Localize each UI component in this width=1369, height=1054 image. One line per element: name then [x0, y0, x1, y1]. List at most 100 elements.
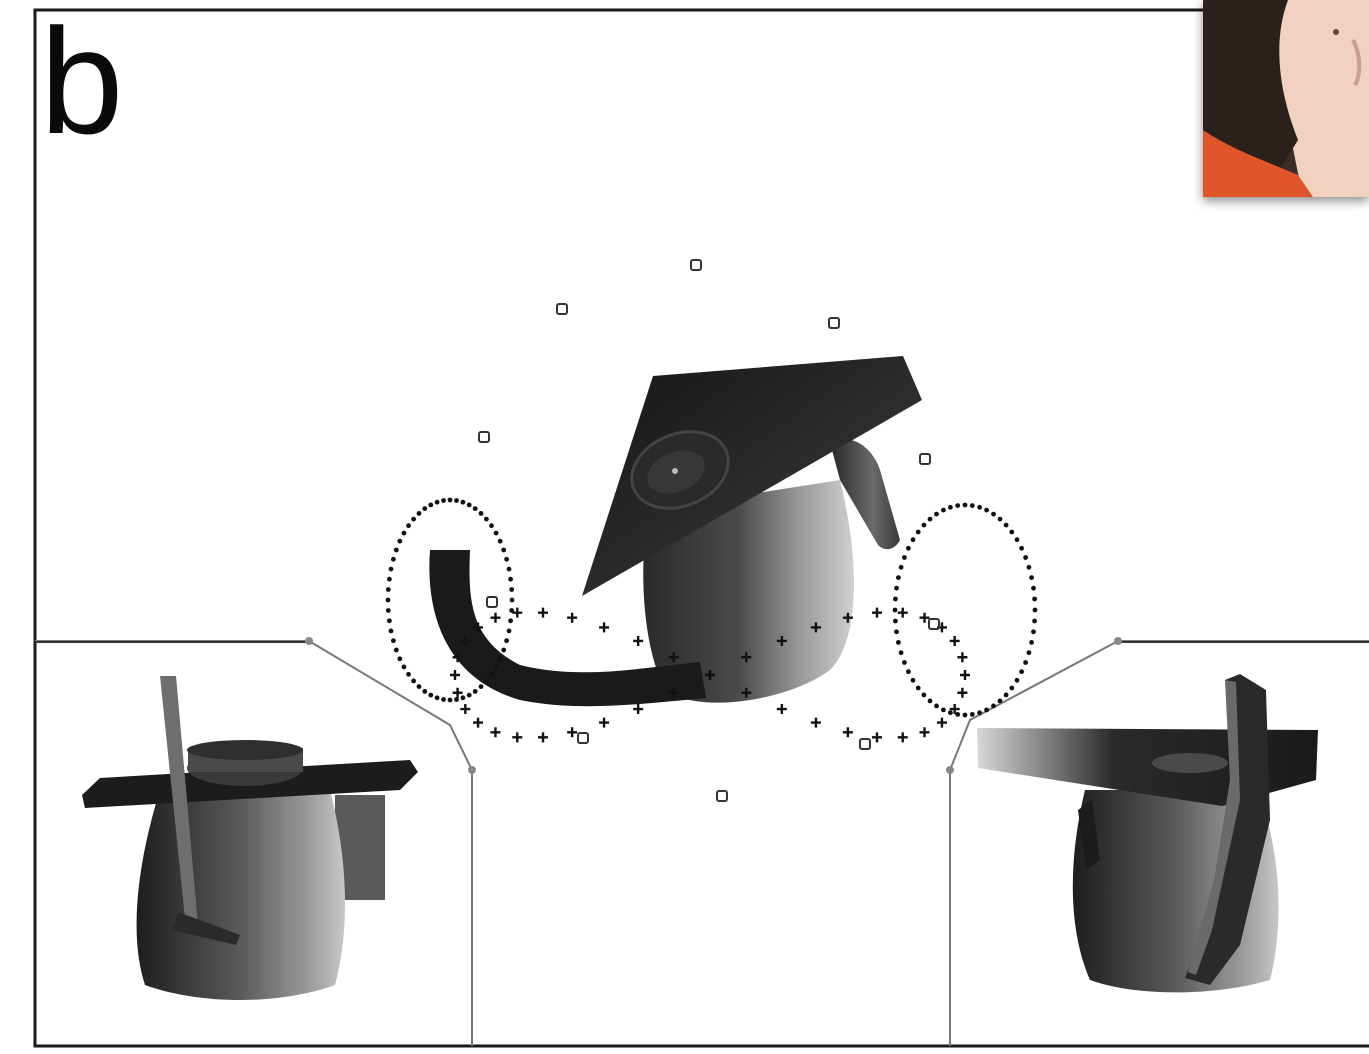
trajectory-dot: [998, 699, 1003, 704]
trajectory-dot: [441, 697, 446, 702]
trajectory-dot: [406, 523, 411, 528]
trajectory-dot: [411, 517, 416, 522]
plus-marker: [512, 732, 522, 742]
control-point-marker: [717, 791, 727, 801]
trajectory-dot: [955, 712, 960, 717]
control-point-marker: [487, 597, 497, 607]
trajectory-dot: [911, 537, 916, 542]
trajectory-dot: [484, 517, 489, 522]
trajectory-dot: [922, 693, 927, 698]
trajectory-dot: [991, 512, 996, 517]
trajectory-dot: [389, 629, 394, 634]
trajectory-dot: [906, 546, 911, 551]
trajectory-dot: [970, 503, 975, 508]
plus-marker: [872, 608, 882, 618]
trajectory-dot: [941, 708, 946, 713]
trajectory-dot: [501, 548, 506, 553]
trajectory-dot: [479, 684, 484, 689]
trajectory-dot: [1009, 530, 1014, 535]
trajectory-dot: [1009, 686, 1014, 691]
plus-marker: [490, 613, 500, 623]
trajectory-dot: [461, 695, 466, 700]
trajectory-dot: [1019, 669, 1024, 674]
plus-marker: [460, 704, 470, 714]
trajectory-dot: [948, 505, 953, 510]
trajectory-dot: [389, 567, 394, 572]
trajectory-dot: [916, 530, 921, 535]
trajectory-dot: [1023, 660, 1028, 665]
trajectory-dot: [504, 557, 509, 562]
trajectory-dot: [489, 672, 494, 677]
trajectory-dot: [391, 638, 396, 643]
trajectory-dot: [955, 503, 960, 508]
trajectory-dot: [928, 699, 933, 704]
trajectory-dot: [473, 506, 478, 511]
plus-marker: [957, 688, 967, 698]
trajectory-dot: [422, 506, 427, 511]
trajectory-dot: [899, 565, 904, 570]
trajectory-dot: [402, 531, 407, 536]
trajectory-dot: [461, 500, 466, 505]
trajectory-dot: [467, 693, 472, 698]
plus-marker: [599, 622, 609, 632]
trajectory-dot: [387, 577, 392, 582]
plus-marker: [898, 608, 908, 618]
trajectory-dot: [902, 555, 907, 560]
trajectory-dot: [509, 587, 514, 592]
left-pot-body: [137, 790, 345, 1000]
plus-marker: [960, 670, 970, 680]
trajectory-dot: [508, 577, 513, 582]
panel-label: b: [40, 6, 123, 156]
trajectory-dot: [386, 608, 391, 613]
trajectory-dot: [467, 503, 472, 508]
trajectory-dot: [494, 665, 499, 670]
trajectory-dot: [1004, 693, 1009, 698]
trajectory-dot: [893, 597, 898, 602]
trajectory-dot: [948, 710, 953, 715]
trajectory-dot: [934, 704, 939, 709]
trajectory-dot: [894, 586, 899, 591]
trajectory-dot: [928, 517, 933, 522]
plus-marker: [872, 732, 882, 742]
trajectory-dot: [441, 498, 446, 503]
trajectory-dot: [896, 640, 901, 645]
trajectory-dot: [435, 500, 440, 505]
plus-marker: [777, 704, 787, 714]
trajectory-dot: [1033, 608, 1038, 613]
trajectory-dot: [454, 697, 459, 702]
trajectory-dot: [428, 693, 433, 698]
plus-marker: [567, 727, 577, 737]
trajectory-dot: [448, 498, 453, 503]
plus-marker: [633, 704, 643, 714]
trajectory-dot: [484, 679, 489, 684]
trajectory-dot: [1027, 650, 1032, 655]
control-point-marker: [860, 739, 870, 749]
webcam-thumbnail: [1203, 0, 1369, 197]
left-side-view: [82, 676, 418, 1000]
trajectory-dot: [991, 704, 996, 709]
trajectory-dot: [1029, 575, 1034, 580]
trajectory-dot: [984, 708, 989, 713]
trajectory-dot: [963, 503, 968, 508]
trajectory-dot: [479, 511, 484, 516]
plus-marker: [843, 727, 853, 737]
control-point-marker: [557, 304, 567, 314]
plus-marker: [538, 608, 548, 618]
trajectory-dot: [906, 669, 911, 674]
trajectory-dot: [1015, 537, 1020, 542]
plus-marker: [937, 718, 947, 728]
main-3d-view: [429, 356, 922, 706]
trajectory-dot: [422, 689, 427, 694]
trajectory-dot: [970, 712, 975, 717]
control-point-marker: [829, 318, 839, 328]
trajectory-dot: [977, 505, 982, 510]
control-point-marker: [691, 260, 701, 270]
plus-marker: [473, 718, 483, 728]
plus-marker: [950, 636, 960, 646]
trajectory-dot: [1029, 640, 1034, 645]
trajectory-dot: [498, 539, 503, 544]
trajectory-dot: [508, 618, 513, 623]
trajectory-dot: [911, 678, 916, 683]
trajectory-dot: [507, 629, 512, 634]
